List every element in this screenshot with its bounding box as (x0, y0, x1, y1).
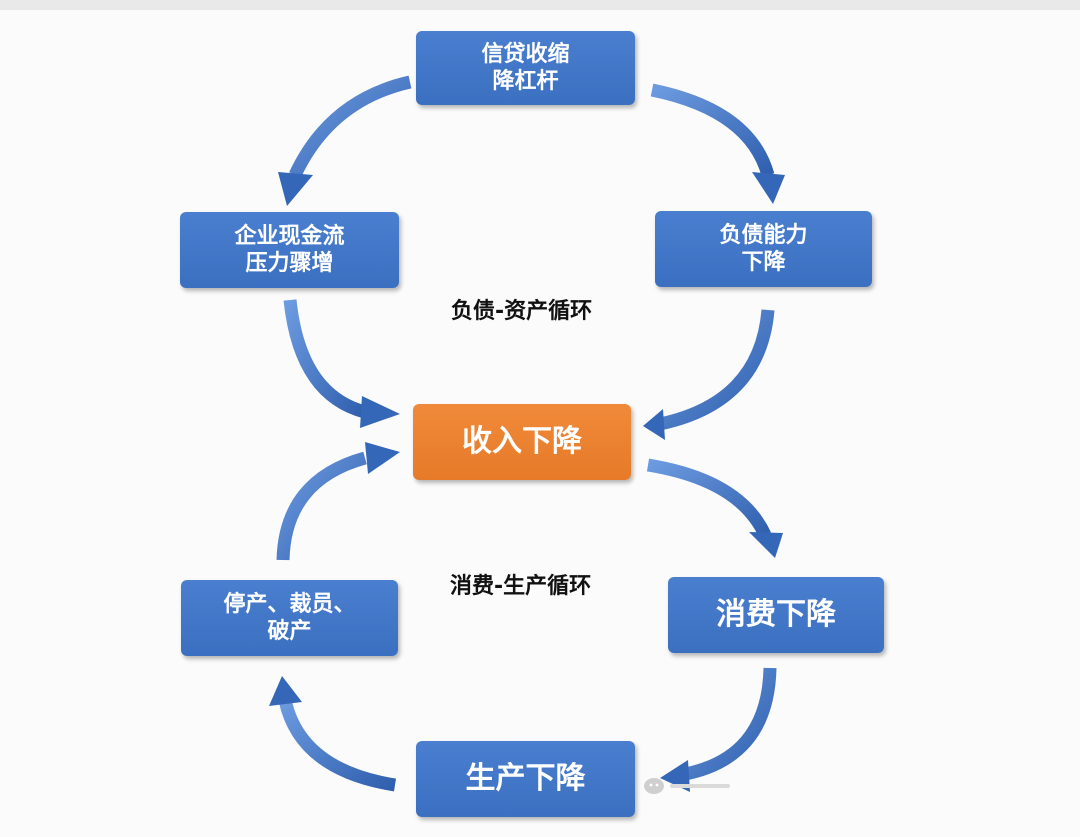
arrow-debt-to-income (643, 309, 775, 440)
arrow-credit-to-cashflow (278, 75, 412, 206)
box-shutdown-layoffs: 停产、裁员、 破产 (181, 580, 398, 656)
box-consumption-down: 消费下降 (668, 577, 884, 653)
arrow-cashflow-to-income (283, 299, 400, 428)
box-debt-capacity-down: 负债能力 下降 (655, 211, 872, 287)
box-cashflow-line-2: 压力骤增 (245, 251, 334, 276)
box-credit-line-1: 信贷收缩 (481, 41, 570, 67)
label-debt-asset-cycle: 负债-资产循环 (451, 299, 593, 324)
top-edge-bar (0, 0, 1080, 10)
box-credit-tightening: 信贷收缩 降杠杆 (416, 31, 635, 105)
box-stop-line-1: 停产、裁员、 (223, 591, 356, 617)
box-production-down: 生产下降 (416, 741, 635, 817)
box-income-down: 收入下降 (413, 404, 631, 480)
box-cashflow-pressure: 企业现金流 压力骤增 (180, 212, 399, 288)
arrow-credit-to-debt (650, 83, 785, 204)
box-stop-line-2: 破产 (267, 619, 312, 644)
arrow-stop-to-income (276, 442, 400, 561)
box-debt-line-2: 下降 (741, 250, 786, 275)
watermark-icon (644, 778, 730, 794)
box-credit-line-2: 降杠杆 (492, 69, 559, 94)
label-consumption-production-cycle: 消费-生产循环 (450, 574, 592, 599)
arrow-produce-to-stop (269, 676, 397, 792)
arrow-income-to-consume (646, 458, 783, 558)
box-debt-line-1: 负债能力 (719, 222, 808, 248)
box-consume-line-1: 消费下降 (716, 597, 836, 633)
box-produce-line-1: 生产下降 (465, 761, 586, 797)
box-income-line-1: 收入下降 (462, 424, 582, 460)
box-cashflow-line-1: 企业现金流 (234, 223, 345, 249)
